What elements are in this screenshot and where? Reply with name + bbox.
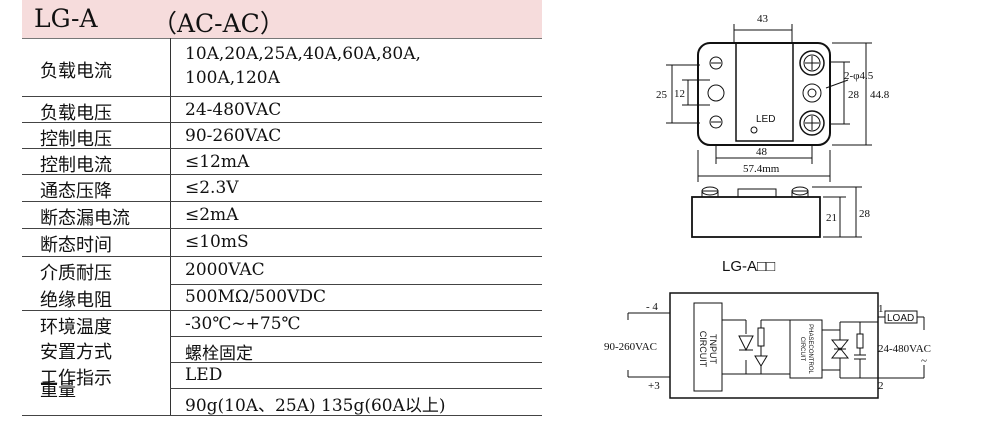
spec-value: 90-260VAC: [185, 126, 282, 146]
dim-height-right: 28: [848, 89, 860, 101]
row-divider: [22, 228, 542, 229]
table-title-bar: LG-A （AC-AC）: [22, 0, 542, 39]
spec-label: 安置方式: [40, 342, 112, 363]
dim-width-top: 43: [757, 13, 769, 25]
row-divider: [22, 256, 542, 257]
dim-inner: 12: [674, 88, 685, 100]
spec-value: ≤12mA: [185, 152, 250, 172]
terminal-4: - 4: [646, 301, 658, 313]
spec-label: 控制电流: [40, 155, 112, 176]
diagram-title: LG-A□□: [722, 258, 776, 275]
spec-value: -30℃~+75℃: [185, 314, 301, 334]
spec-label: 断态时间: [40, 235, 112, 256]
spec-row-insulation: 绝缘电阻 500MΩ/500VDC: [22, 284, 542, 311]
row-divider: [170, 388, 542, 389]
dim-total: 28: [859, 208, 871, 220]
spec-label: 重量: [40, 380, 76, 401]
dim-overall: 57.4mm: [743, 163, 780, 175]
led-label: LED: [756, 114, 775, 125]
spec-row-dielectric: 介质耐压 2000VAC: [22, 257, 542, 284]
phase-block-line1: PHASECONTROL: [807, 324, 813, 374]
row-divider: [22, 310, 542, 311]
dim-pitch: 48: [756, 146, 768, 158]
dim-outer-height: 44.8: [870, 89, 890, 101]
spec-row-control-current: 控制电流 ≤12mA: [22, 149, 542, 176]
row-divider: [22, 174, 542, 175]
ac-tilde: ~: [921, 355, 927, 367]
model-name: LG-A: [34, 4, 98, 33]
spec-value: 90g(10A、25A) 135g(60A以上): [185, 396, 446, 416]
terminal-3: +3: [648, 380, 660, 392]
model-type: （AC-AC）: [152, 9, 285, 38]
column-divider: [170, 38, 171, 415]
dim-body: 21: [826, 212, 837, 224]
phase-control-block: PHASECONTROL CIRCUIT: [790, 320, 822, 378]
spec-value: 500MΩ/500VDC: [185, 287, 327, 307]
spec-row-load-voltage: 负载电压 24-480VAC: [22, 97, 542, 124]
technical-drawings: 43 25 12 28 44.8 2-φ4.5 48 57.4mm LED 21…: [604, 13, 931, 399]
spec-label: 工作指示: [40, 368, 112, 389]
spec-value: 24-480VAC: [185, 100, 282, 120]
spec-label: 负载电流: [40, 61, 112, 82]
spec-row-control-voltage: 控制电压 90-260VAC: [22, 123, 542, 150]
row-divider: [170, 336, 542, 337]
spec-row-weight: 重量 90g(10A、25A) 135g(60A以上): [22, 380, 542, 416]
spec-row-load-current: 负载电流 10A,20A,25A,40A,60A,80A, 100A,120A: [22, 40, 542, 94]
terminal-2: 2: [878, 380, 884, 392]
spec-row-off-leakage: 断态漏电流 ≤2mA: [22, 202, 542, 229]
spec-value-line2: 100A,120A: [185, 68, 280, 88]
input-block-line1: TNPUT: [708, 334, 718, 364]
spec-row-indicator: 工作指示 LED: [22, 362, 542, 389]
input-circuit-block: TNPUT CIRCUIT: [694, 303, 722, 391]
row-divider: [22, 122, 542, 123]
row-divider: [22, 415, 542, 416]
dim-height-left: 25: [656, 89, 668, 101]
spec-label: 环境温度: [40, 317, 112, 338]
input-block-line2: CIRCUIT: [698, 330, 708, 368]
spec-value: 10A,20A,25A,40A,60A,80A,: [185, 44, 421, 64]
spec-value: 螺栓固定: [185, 344, 253, 364]
phase-block-line2: CIRCUIT: [799, 336, 805, 362]
spec-row-mounting: 安置方式 螺栓固定: [22, 336, 542, 364]
side-view-drawing: [691, 186, 862, 238]
circuit-diagram: [627, 292, 925, 399]
spec-label: 断态漏电流: [40, 208, 130, 229]
load-box-label: LOAD: [887, 313, 914, 324]
row-divider: [22, 96, 542, 97]
drawings-panel: 43 25 12 28 44.8 2-φ4.5 48 57.4mm LED 21…: [560, 0, 1000, 421]
row-divider: [170, 362, 542, 363]
control-voltage-label: 90-260VAC: [604, 341, 657, 353]
spec-row-off-time: 断态时间 ≤10mS: [22, 229, 542, 256]
top-view-drawing: [666, 24, 872, 182]
spec-value: ≤2.3V: [185, 178, 239, 198]
spec-value: 2000VAC: [185, 260, 265, 280]
terminal-1: 1: [878, 303, 884, 315]
spec-label: 负载电压: [40, 103, 112, 124]
spec-row-on-state-drop: 通态压降 ≤2.3V: [22, 175, 542, 202]
dim-hole: 2-φ4.5: [844, 70, 874, 82]
row-divider: [22, 148, 542, 149]
spec-table: LG-A （AC-AC） 负载电流 10A,20A,25A,40A,60A,80…: [22, 0, 542, 421]
row-divider: [22, 201, 542, 202]
spec-label: 绝缘电阻: [40, 290, 112, 311]
spec-value: ≤2mA: [185, 205, 239, 225]
spec-label: 控制电压: [40, 129, 112, 150]
load-voltage-label: 24-480VAC: [878, 343, 931, 355]
row-divider: [170, 284, 542, 285]
spec-value: ≤10mS: [185, 232, 249, 252]
spec-label: 介质耐压: [40, 263, 112, 284]
spec-row-ambient-temp: 环境温度 -30℃~+75℃: [22, 311, 542, 338]
spec-label: 通态压降: [40, 181, 112, 202]
spec-value: LED: [185, 365, 223, 385]
